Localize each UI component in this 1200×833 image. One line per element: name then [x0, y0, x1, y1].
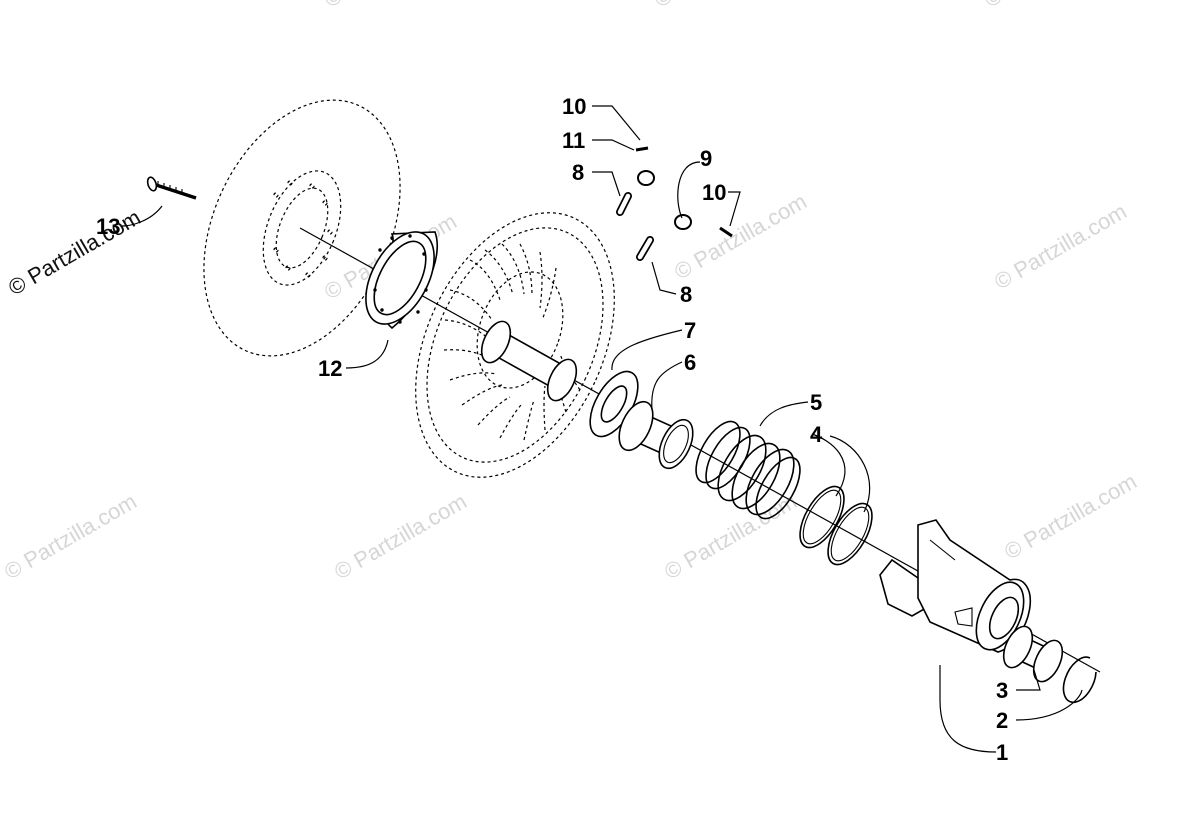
callout-2: 2	[996, 708, 1008, 733]
small-parts	[616, 146, 733, 261]
callout-5: 5	[810, 390, 822, 415]
gasket-part-12	[365, 231, 438, 330]
bushing-part-6	[618, 400, 694, 470]
watermark: © Partzilla.com	[1000, 469, 1141, 565]
watermark: © Partzilla.com	[0, 489, 141, 585]
housing-part-1	[879, 519, 1032, 653]
watermark-dark: © Partzilla.com	[4, 205, 145, 301]
callout-11: 11	[562, 128, 585, 153]
watermark: © Partzilla.com	[330, 489, 471, 585]
callout-10-mid: 10	[702, 180, 726, 205]
watermark-layer: © Partzilla.com © Partzilla.com © Partzi…	[0, 0, 1141, 584]
callout-1: 1	[996, 740, 1008, 765]
watermark: © Partzilla.com	[660, 489, 801, 585]
watermark: © Partzilla.com	[670, 189, 811, 285]
bolt-part-13	[146, 176, 197, 200]
callout-9: 9	[700, 146, 712, 171]
callout-8-bottom: 8	[680, 282, 692, 307]
callout-10-top: 10	[562, 94, 586, 119]
callouts: 13 12 10 11 8 9 10 8 7 6 5 4 3 2 1	[96, 94, 1008, 765]
leader-lines	[121, 105, 1083, 753]
callout-6: 6	[684, 350, 696, 375]
callout-12: 12	[318, 356, 342, 381]
hub-shaft	[480, 320, 578, 402]
callout-3: 3	[996, 678, 1008, 703]
snapring-part-2	[1062, 656, 1097, 703]
ring-part-4	[799, 485, 873, 566]
spring-part-5	[695, 420, 801, 520]
callout-7: 7	[684, 318, 696, 343]
callout-8-top: 8	[572, 160, 584, 185]
watermark: © Partzilla.com	[980, 0, 1121, 12]
watermark: © Partzilla.com	[990, 199, 1131, 295]
sheave-outer	[203, 99, 401, 357]
washer-part-7	[589, 370, 639, 438]
bushing-part-3	[1002, 625, 1064, 683]
callout-4: 4	[810, 422, 823, 447]
callout-13: 13	[96, 214, 120, 239]
watermark: © Partzilla.com	[320, 0, 461, 12]
watermark: © Partzilla.com	[650, 0, 791, 12]
fixed-sheave	[415, 212, 615, 478]
